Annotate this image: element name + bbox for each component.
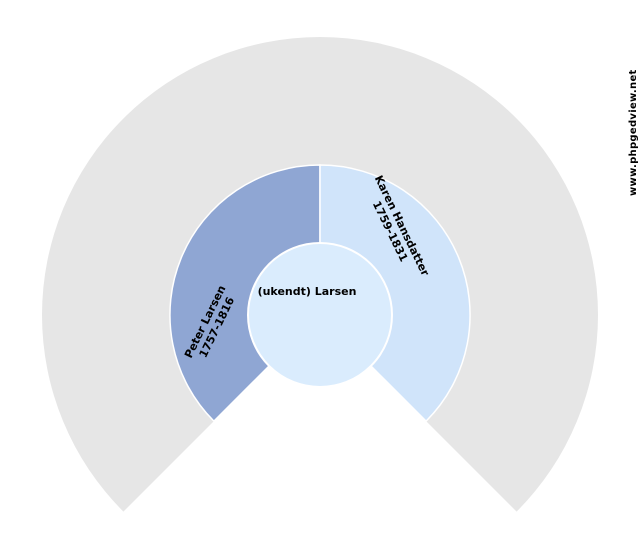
mother-sector[interactable] — [319, 164, 471, 423]
center-person-name: (ukendt) Larsen — [258, 285, 357, 298]
father-sector[interactable] — [169, 164, 321, 423]
center-person-circle[interactable] — [247, 242, 393, 388]
watermark-text: www.phpgedview.net — [628, 69, 639, 196]
watermark-group: www.phpgedview.net — [628, 69, 639, 196]
